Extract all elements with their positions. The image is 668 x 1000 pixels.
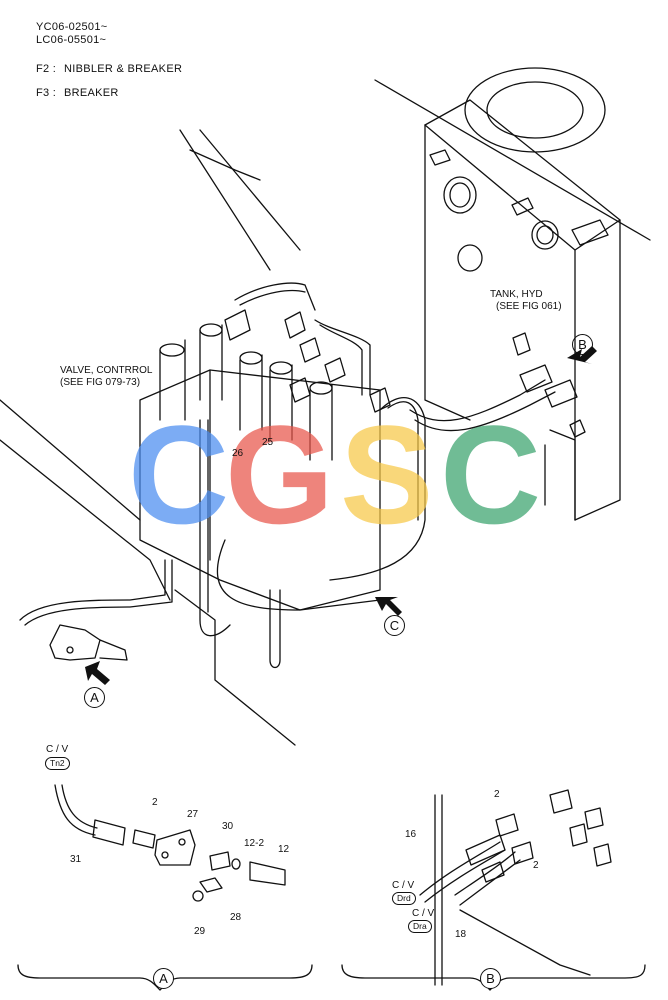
part-number-27: 27	[187, 809, 199, 820]
part-number-31: 31	[70, 854, 82, 865]
serial-range-2: LC06-05501~	[36, 34, 107, 46]
detail-a-label: A	[153, 968, 174, 989]
option-f3-value: BREAKER	[64, 87, 119, 99]
watermark-letter-c: C	[440, 396, 542, 553]
watermark-letter-s: S	[340, 396, 434, 553]
serial-range-1: YC06-02501~	[36, 21, 108, 33]
view-b-marker[interactable]: B	[572, 334, 593, 355]
part-number-16: 16	[405, 829, 417, 840]
part-number-26: 26	[232, 448, 244, 459]
valve-callout-line2: (SEE FIG 079-73)	[60, 377, 141, 388]
view-a-marker[interactable]: A	[84, 687, 105, 708]
detail-brackets	[17, 964, 646, 991]
hydraulic-hoses	[19, 282, 556, 746]
part-number-2-top: 2	[494, 789, 500, 800]
cv-label-drd: C / V	[392, 880, 415, 891]
boom-outline	[0, 79, 651, 601]
detail-b-parts	[419, 789, 612, 986]
fittings-b-area	[519, 364, 578, 408]
detail-b-label: B	[480, 968, 501, 989]
control-valve-block	[139, 309, 391, 611]
tag-tn2: Tn2	[45, 757, 70, 770]
elbow-fitting-a	[49, 624, 128, 661]
detail-a-parts	[54, 784, 286, 902]
part-number-30: 30	[222, 821, 234, 832]
part-number-2-mid: 2	[533, 860, 539, 871]
part-number-2: 2	[152, 797, 158, 808]
tank-callout-line2: (SEE FIG 061)	[496, 301, 562, 312]
part-number-12-2: 12-2	[244, 838, 265, 849]
cv-label-dra: C / V	[412, 908, 435, 919]
cv-label-a: C / V	[46, 744, 69, 755]
option-f2-value: NIBBLER & BREAKER	[64, 63, 183, 75]
option-f2-key: F2 :	[36, 63, 57, 75]
part-number-29: 29	[194, 926, 206, 937]
option-f3-key: F3 :	[36, 87, 57, 99]
watermark-letter-g: G	[225, 396, 334, 553]
view-c-marker[interactable]: C	[384, 615, 405, 636]
part-number-28: 28	[230, 912, 242, 923]
part-number-12: 12	[278, 844, 290, 855]
part-number-18: 18	[455, 929, 467, 940]
hydraulic-tank	[424, 67, 621, 521]
tag-drd: Drd	[392, 892, 416, 905]
valve-callout-line1: VALVE, CONTRROL	[60, 365, 153, 376]
tag-dra: Dra	[408, 920, 432, 933]
tank-callout-line1: TANK, HYD	[490, 289, 543, 300]
part-number-25: 25	[262, 437, 274, 448]
watermark-letter-c: C	[128, 396, 230, 553]
